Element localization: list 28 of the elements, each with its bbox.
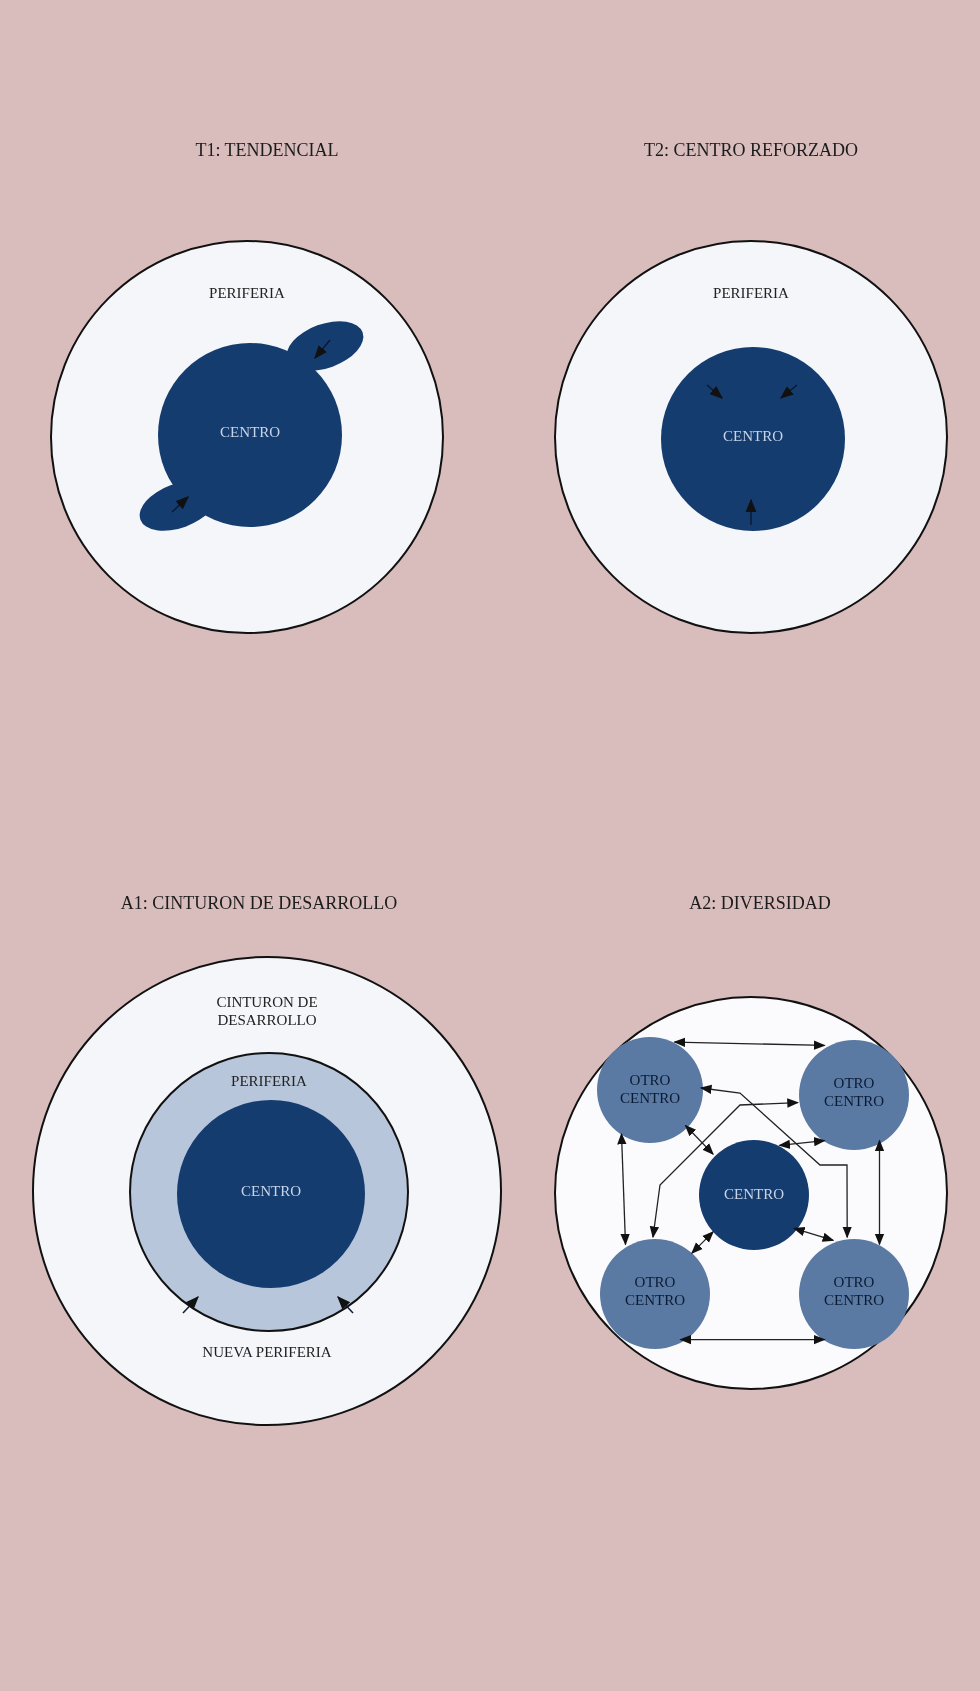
region-label: OTRO CENTRO [619, 1071, 681, 1107]
region-label: CENTRO [241, 1182, 301, 1200]
arrow [649, 1098, 799, 1239]
center-circle [699, 1140, 809, 1250]
panel-title: A2: DIVERSIDAD [689, 893, 831, 914]
region-label: CENTRO [723, 427, 783, 445]
region-label: PERIFERIA [209, 284, 285, 302]
region-label: OTRO CENTRO [624, 1273, 686, 1309]
region-label: OTRO CENTRO [823, 1273, 885, 1309]
arrow [617, 1132, 630, 1246]
belt-label: NUEVA PERIFERIA [202, 1343, 332, 1361]
belt-label: CINTURON DE DESARROLLO [215, 993, 319, 1029]
region-label: PERIFERIA [231, 1072, 307, 1090]
region-label: PERIFERIA [713, 284, 789, 302]
arrow [699, 1084, 852, 1239]
arrow [778, 1137, 826, 1149]
panel-title: T2: CENTRO REFORZADO [644, 140, 858, 161]
arrow [679, 1334, 826, 1345]
panel-title: A1: CINTURON DE DESARROLLO [120, 893, 398, 914]
region-label: CENTRO [220, 423, 280, 441]
arrow [684, 1124, 714, 1155]
arrow [691, 1231, 714, 1254]
region-label: OTRO CENTRO [823, 1074, 885, 1110]
arrow [874, 1139, 885, 1246]
region-label: CENTRO [724, 1185, 784, 1203]
arrow [673, 1037, 826, 1050]
panel-title: T1: TENDENCIAL [195, 140, 339, 161]
arrow [793, 1227, 835, 1242]
